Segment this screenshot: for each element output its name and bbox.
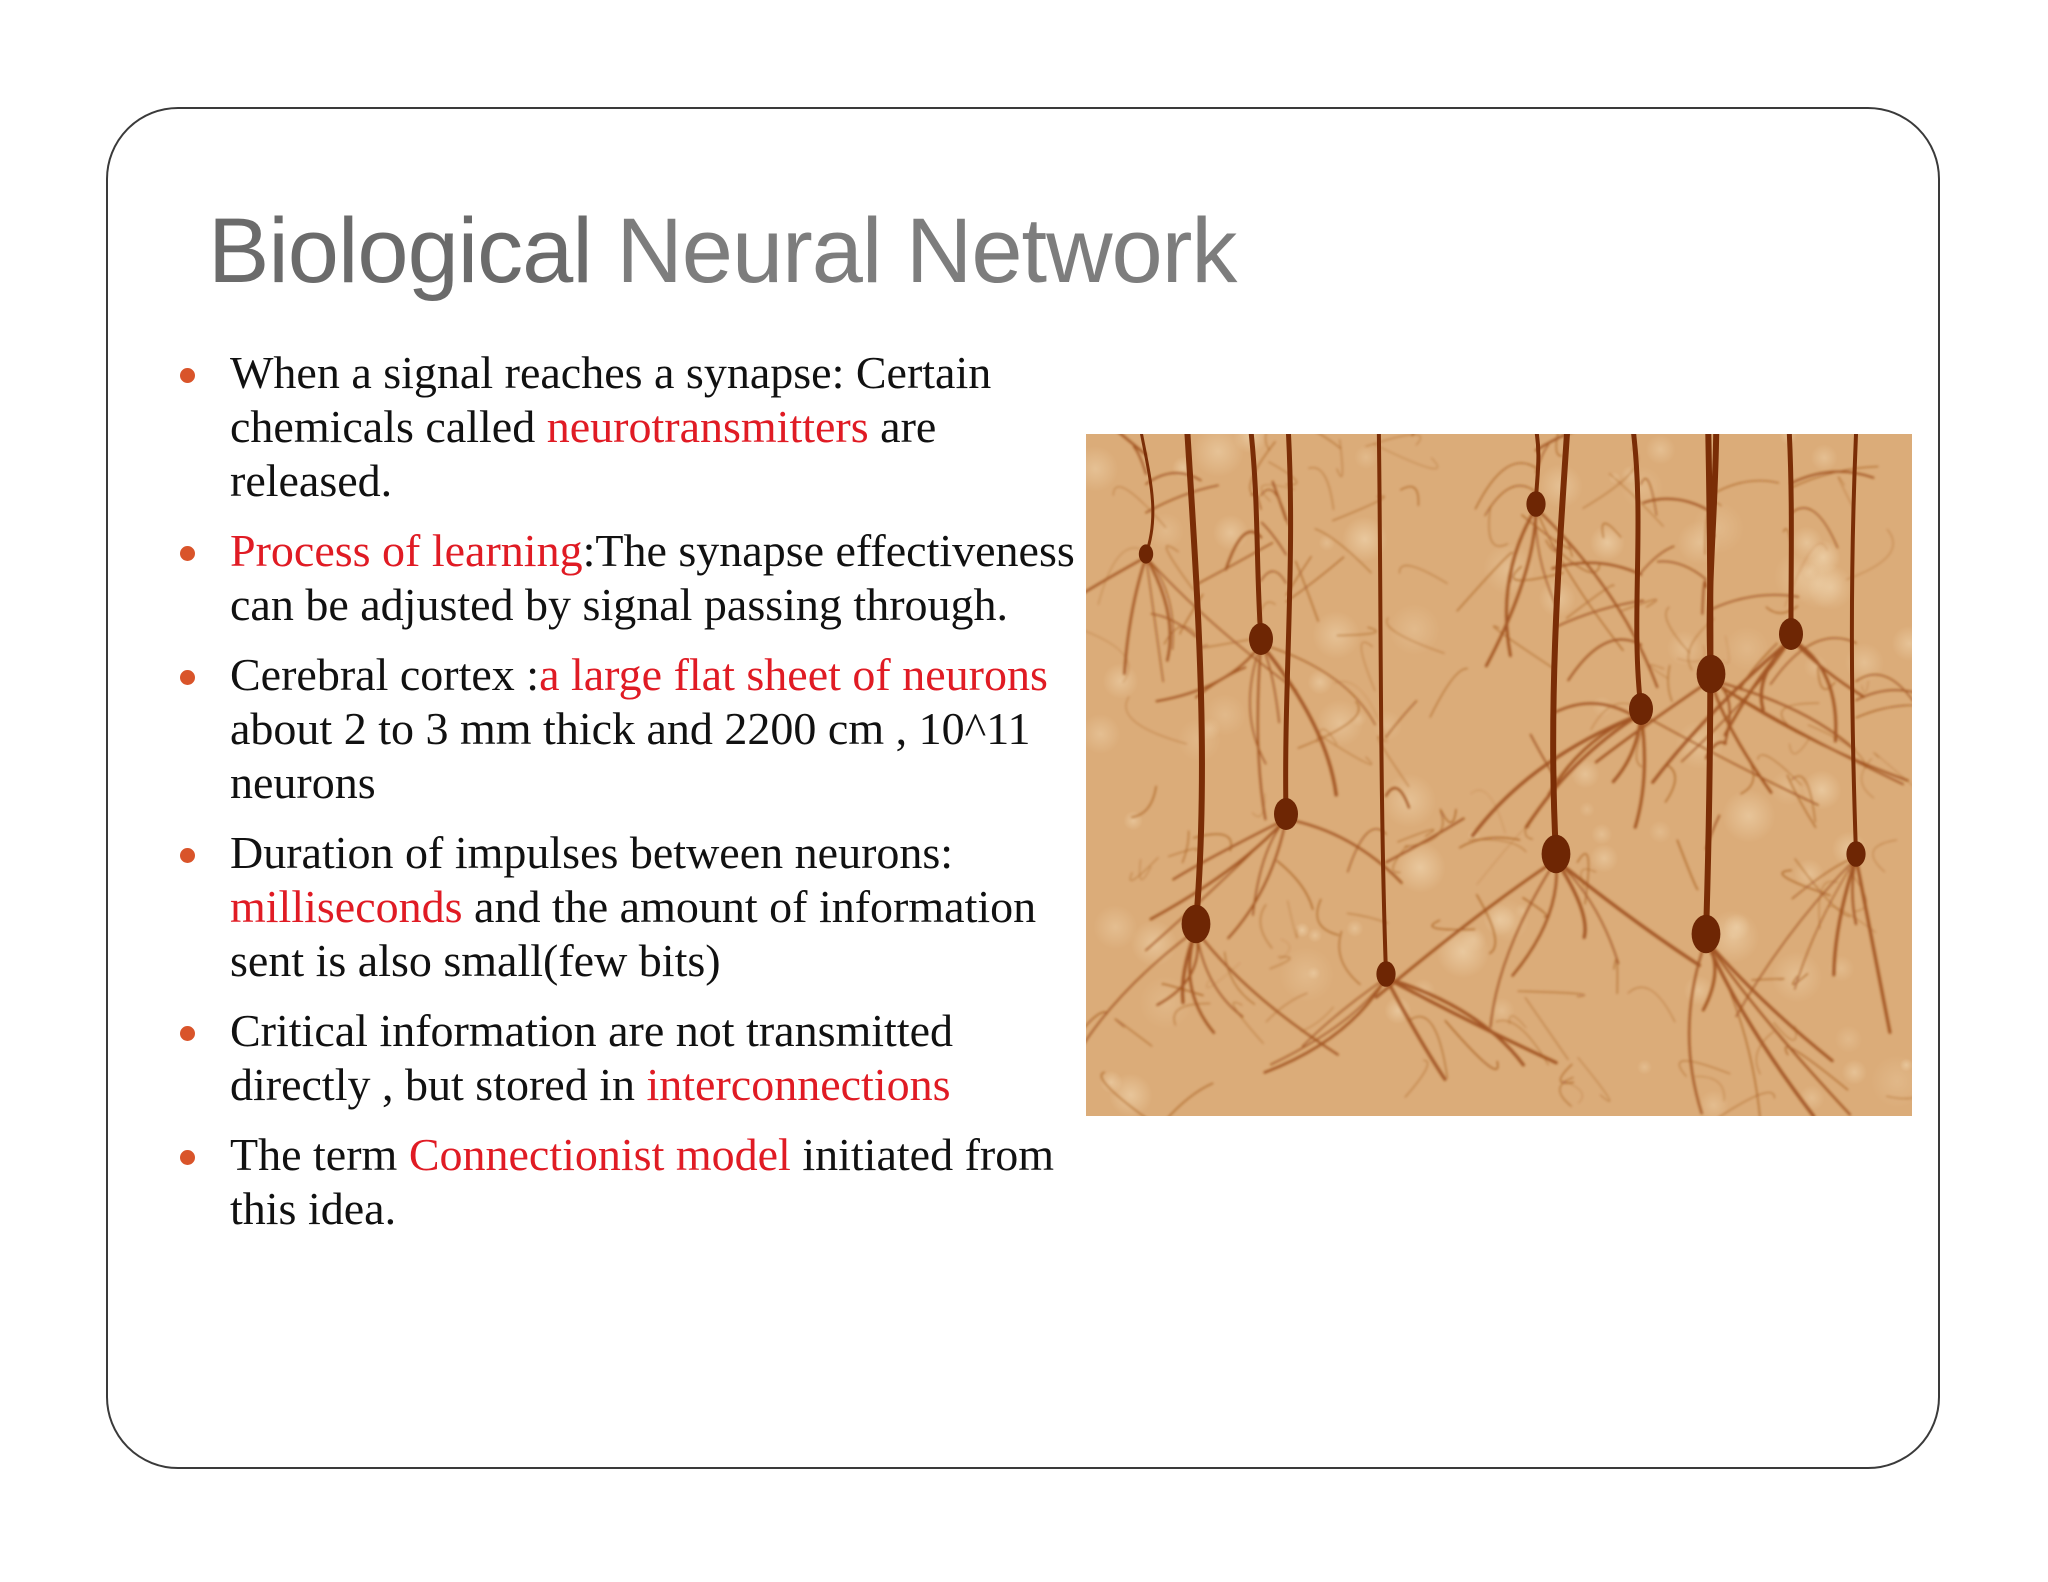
bullet-text: Cerebral cortex :	[230, 649, 540, 700]
highlighted-term: a large flat sheet of neurons	[539, 649, 1048, 700]
bullet-dot-icon	[180, 670, 195, 685]
bullet-list: When a signal reaches a synapse: Certain…	[176, 346, 1096, 1252]
highlighted-term: Process of learning	[230, 525, 583, 576]
highlighted-term: neurotransmitters	[546, 401, 869, 452]
bullet-text: When a signal reaches a synapse: Certain…	[230, 347, 992, 452]
bullet-dot-icon	[180, 546, 195, 561]
slide-title-part2: Neural Network	[616, 200, 1237, 302]
bullet-dot-icon	[180, 848, 195, 863]
bullet-item: Critical information are not transmitted…	[176, 1004, 1096, 1112]
bullet-text: are released.	[230, 401, 937, 506]
bullet-item: The term Connectionist model initiated f…	[176, 1128, 1096, 1236]
bullet-item: When a signal reaches a synapse: Certain…	[176, 346, 1096, 508]
bullet-dot-icon	[180, 368, 195, 383]
slide-title: Biological Neural Network	[208, 196, 1237, 306]
bullet-text: initiated from this idea.	[230, 1129, 1054, 1234]
bullet-text: about 2 to 3 mm thick and 2200 cm , 10^1…	[230, 703, 1031, 808]
bullet-text: Duration of impulses between neurons:	[230, 827, 954, 878]
bullet-item: Cerebral cortex :a large flat sheet of n…	[176, 648, 1096, 810]
slide-title-part1: Biological	[208, 200, 593, 302]
bullet-text: The term	[230, 1129, 409, 1180]
highlighted-term: milliseconds	[230, 881, 463, 932]
bullet-text: :The synapse effectiveness can be adjust…	[230, 525, 1075, 630]
bullet-item: Process of learning:The synapse effectiv…	[176, 524, 1096, 632]
highlighted-term: interconnections	[646, 1059, 951, 1110]
bullet-item: Duration of impulses between neurons: mi…	[176, 826, 1096, 988]
bullet-dot-icon	[180, 1026, 195, 1041]
bullet-text: and the amount of information sent is al…	[230, 881, 1037, 986]
neuron-micrograph-image	[1086, 434, 1912, 1116]
highlighted-term: Connectionist model	[408, 1129, 791, 1180]
bullet-text: Critical information are not transmitted…	[230, 1005, 954, 1110]
bullet-dot-icon	[180, 1150, 195, 1165]
